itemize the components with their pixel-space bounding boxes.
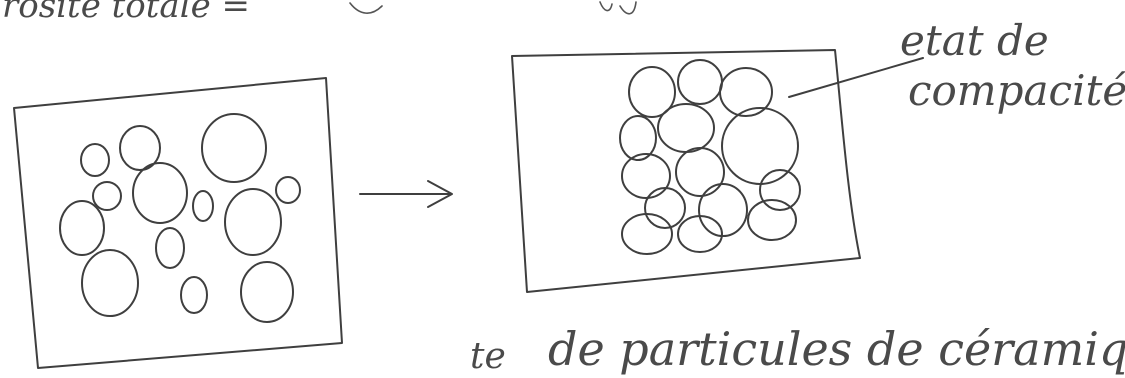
particle (93, 182, 121, 210)
bottom-caption: de particules de céramiques (548, 322, 1125, 376)
particle (241, 262, 293, 322)
particle (60, 201, 104, 255)
bottom-fragment: te (470, 336, 506, 377)
compact-particles-panel (512, 50, 860, 292)
loose-particles-panel (14, 78, 342, 368)
particle (181, 277, 207, 313)
particle (722, 108, 798, 184)
particle (760, 170, 800, 210)
particle (276, 177, 300, 203)
particle (699, 184, 747, 236)
callout-label-line2: compacité (908, 66, 1125, 115)
particle (82, 250, 138, 316)
top-note: rosite totale = (2, 0, 250, 26)
particle (622, 214, 672, 254)
particle (81, 144, 109, 176)
particle (156, 228, 184, 268)
particle (622, 154, 670, 198)
particle (645, 188, 685, 228)
particle (193, 191, 213, 221)
particle (225, 189, 281, 255)
particle (658, 104, 714, 152)
right-arrow-icon (360, 181, 452, 207)
particle (133, 163, 187, 223)
left-panel-frame (14, 78, 342, 368)
particle (202, 114, 266, 182)
callout-label-line1: etat de (900, 16, 1049, 65)
right-panel-frame (512, 50, 860, 292)
particle (748, 200, 796, 240)
top-note-squiggle (350, 2, 636, 14)
particle (676, 148, 724, 196)
particle (678, 60, 722, 104)
